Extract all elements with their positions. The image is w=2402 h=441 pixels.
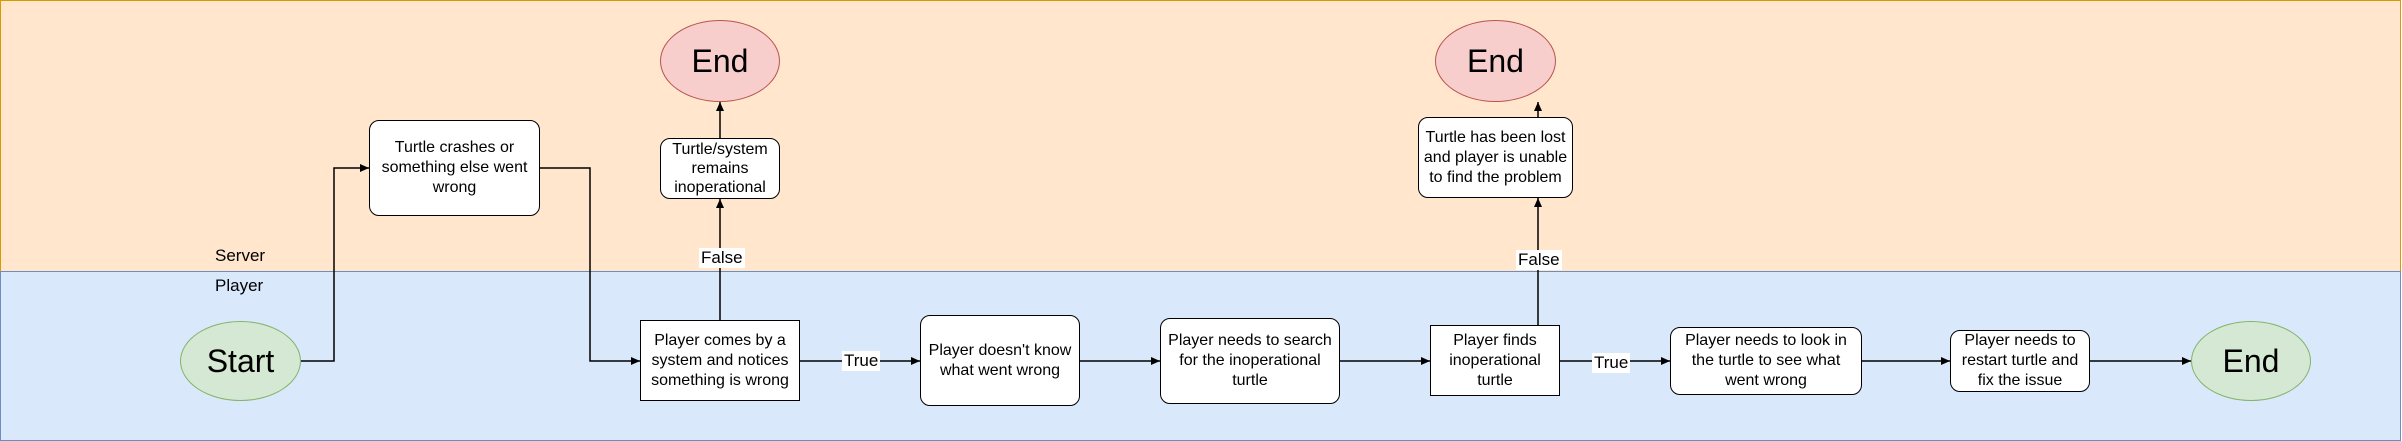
edge-label-true: True xyxy=(1592,353,1631,373)
edge-crash-to-notices xyxy=(540,167,640,365)
process-node-notices: Player comes by a system and notices som… xyxy=(640,320,800,401)
process-node-lost: Turtle has been lost and player is unabl… xyxy=(1418,117,1573,198)
process-node-restart: Player needs to restart turtle and fix t… xyxy=(1950,330,2090,392)
process-node-remains: Turtle/system remains inoperational xyxy=(660,138,780,199)
process-node-crash: Turtle crashes or something else went wr… xyxy=(369,120,540,216)
end-node: End xyxy=(660,20,780,102)
process-node-unknown: Player doesn't know what went wrong xyxy=(920,315,1080,406)
process-node-finds: Player finds inoperational turtle xyxy=(1430,325,1560,396)
lane-label-player: Player xyxy=(215,276,264,295)
lane-label-server: Server xyxy=(215,246,266,265)
start-node: Start xyxy=(180,321,301,401)
edge-start-to-crash xyxy=(301,164,369,362)
process-node-search: Player needs to search for the inoperati… xyxy=(1160,318,1340,404)
end-node: End xyxy=(1435,20,1556,102)
process-node-look: Player needs to look in the turtle to se… xyxy=(1670,327,1862,395)
edge-label-true: True xyxy=(842,351,881,371)
edge-label-false: False xyxy=(1516,250,1562,270)
end-node: End xyxy=(2191,321,2311,401)
edge-label-false: False xyxy=(699,248,745,268)
